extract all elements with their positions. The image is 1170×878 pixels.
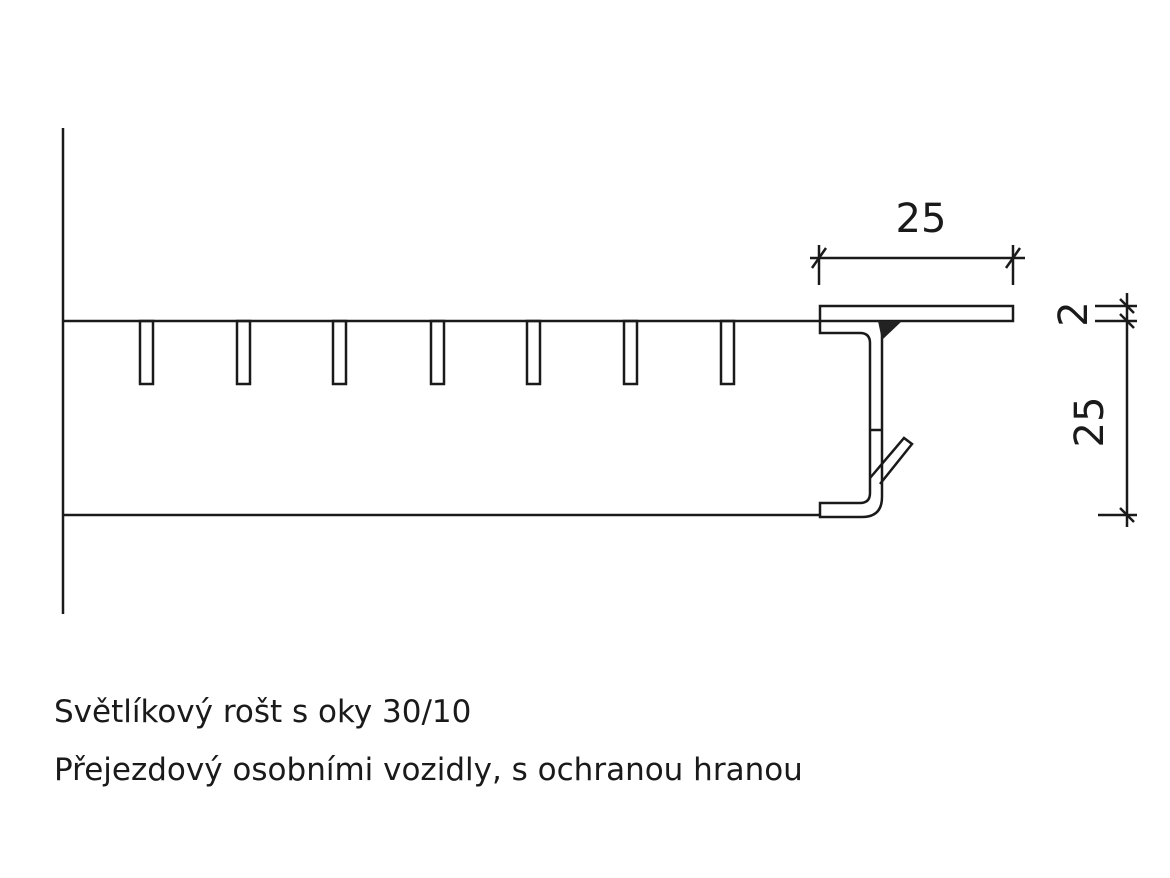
dim-thickness-label: 2	[1051, 301, 1097, 326]
dim-tick	[1119, 298, 1135, 314]
edge-plate	[818, 304, 1015, 323]
dim-tick	[810, 247, 828, 269]
bearing-bar	[719, 319, 736, 386]
bearing-bars	[138, 319, 736, 386]
bearing-bar	[235, 319, 252, 386]
caption-line-2: Přejezdový osobními vozidly, s ochranou …	[54, 752, 803, 788]
anchor-bar	[869, 436, 914, 485]
bearing-bar	[429, 319, 446, 386]
dim-tick	[1119, 507, 1135, 523]
bearing-bar	[622, 319, 639, 386]
dim-tick	[1119, 313, 1135, 329]
bearing-bar	[138, 319, 155, 386]
bearing-bar	[331, 319, 348, 386]
bearing-bar	[525, 319, 542, 386]
dim-height-label: 25	[1067, 397, 1113, 448]
dim-top-label: 25	[896, 196, 947, 242]
caption-line-1: Světlíkový rošt s oky 30/10	[54, 694, 472, 730]
edge-channel	[818, 321, 884, 519]
weld-mark	[878, 321, 902, 340]
dim-tick	[1004, 247, 1022, 269]
